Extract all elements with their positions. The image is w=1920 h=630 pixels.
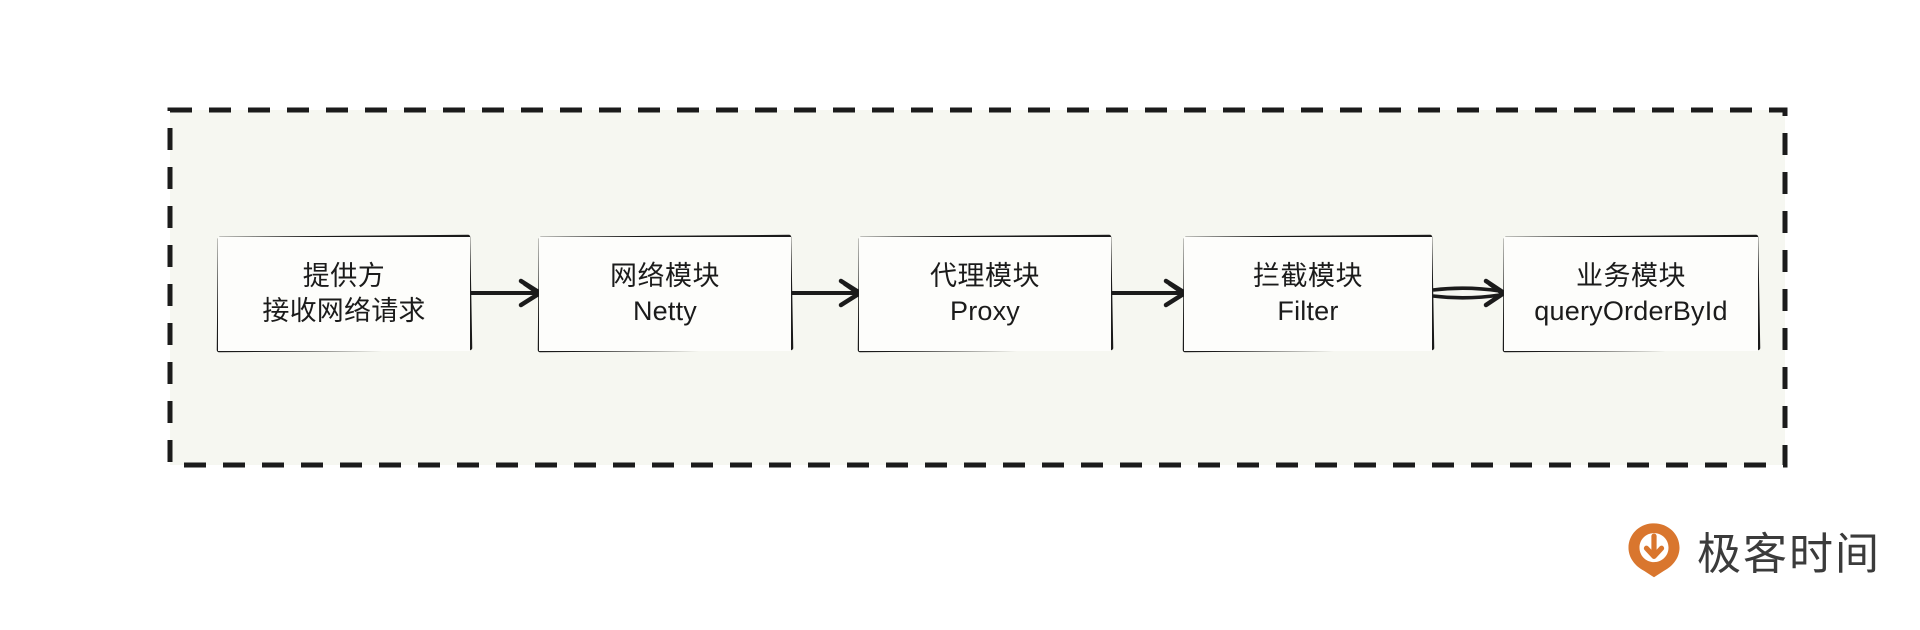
brand-watermark: 极客时间: [1625, 515, 1890, 585]
node-business-line1: 业务模块: [1576, 261, 1686, 292]
node-business-line2: queryOrderById: [1534, 296, 1728, 326]
node-proxy-line2: Proxy: [949, 296, 1021, 326]
geektime-q-arrow-icon: [1628, 523, 1680, 578]
node-provider-line1: 提供方: [302, 261, 386, 292]
node-filter-line2: Filter: [1277, 296, 1339, 326]
node-provider-line2: 接收网络请求: [262, 296, 426, 326]
node-network-line1: 网络模块: [610, 261, 720, 292]
node-proxy-line1: 代理模块: [930, 261, 1040, 292]
node-network[interactable]: 网络模块 Netty: [539, 237, 791, 351]
node-network-line2: Netty: [632, 296, 698, 326]
node-filter-line1: 拦截模块: [1253, 261, 1363, 292]
dashed-boundary-outline: [167, 107, 1788, 468]
node-filter[interactable]: 拦截模块 Filter: [1184, 237, 1432, 351]
process-flow-row: 提供方 接收网络请求 网络模块 Netty 代理模块 Proxy 拦截模块 Fi…: [170, 237, 1785, 351]
node-proxy[interactable]: 代理模块 Proxy: [859, 237, 1111, 351]
node-business[interactable]: 业务模块 queryOrderById: [1504, 237, 1758, 351]
node-provider[interactable]: 提供方 接收网络请求: [218, 237, 470, 351]
brand-name: 极客时间: [1697, 530, 1881, 579]
